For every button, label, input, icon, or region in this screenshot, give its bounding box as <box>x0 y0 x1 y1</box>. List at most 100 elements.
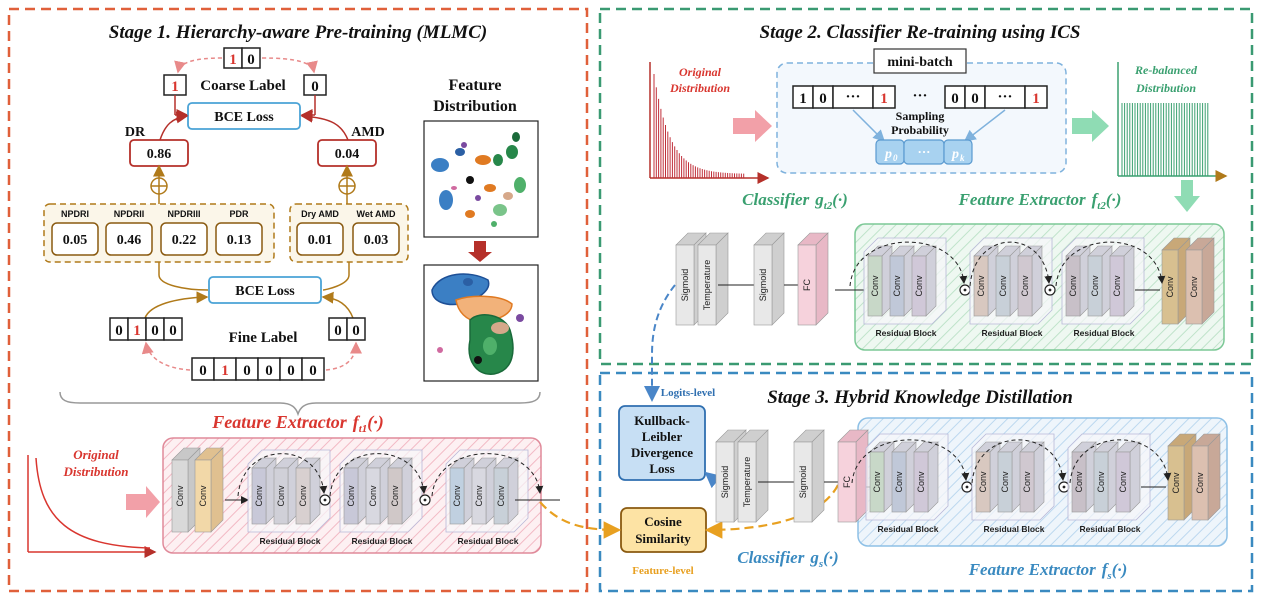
coarse-label-text: Coarse Label <box>200 78 285 94</box>
kl-loss-box <box>618 405 706 481</box>
conv-layer: Conv <box>471 457 497 525</box>
batch-dots: ··· <box>912 88 927 104</box>
feature-scatter-after <box>423 264 539 382</box>
svg-text:Conv: Conv <box>496 485 506 507</box>
stage1-panel <box>7 7 589 593</box>
svg-text:0: 0 <box>334 323 342 339</box>
mini-batch-label-box <box>873 48 967 74</box>
svg-text:Conv: Conv <box>916 471 926 493</box>
svg-text:Probability: Probability <box>891 123 949 137</box>
fc-layer: FC <box>797 232 829 326</box>
sigmoid-layer-2: Sigmoid <box>793 429 825 523</box>
dr-label: DR <box>125 125 146 140</box>
sigmoid-layer-2: Sigmoid <box>753 232 785 326</box>
stage2-in-arrow <box>733 110 772 142</box>
svg-text:Similarity: Similarity <box>635 531 691 546</box>
svg-text:Conv: Conv <box>474 485 484 507</box>
conv-layer: Conv <box>891 441 917 513</box>
feature-distribution-line1: Feature <box>448 77 501 94</box>
conv-layer: Conv <box>1065 245 1091 317</box>
svg-text:0: 0 <box>169 323 177 339</box>
svg-text:Original: Original <box>679 65 722 79</box>
conv-layer: Conv <box>997 441 1023 513</box>
feature-distribution-line2: Distribution <box>433 98 517 115</box>
svg-text:Distribution: Distribution <box>669 81 730 95</box>
svg-text:NPDRIII: NPDRIII <box>167 209 200 219</box>
conv-layer: Conv <box>1019 441 1045 513</box>
svg-text:Conv: Conv <box>892 275 902 297</box>
svg-text:1: 1 <box>1032 91 1040 107</box>
stage2-panel <box>598 7 1254 366</box>
svg-text:Conv: Conv <box>346 485 356 507</box>
conv-layer: Conv <box>251 457 277 525</box>
residual-block-label: Residual Block <box>982 328 1043 338</box>
residual-block-label: Residual Block <box>876 328 937 338</box>
svg-text:Re-balanced: Re-balanced <box>1134 63 1198 77</box>
svg-text:Wet AMD: Wet AMD <box>357 209 396 219</box>
residual-block-label: Residual Block <box>458 536 519 546</box>
conv-layer: Conv <box>1017 245 1043 317</box>
svg-text:Conv: Conv <box>914 275 924 297</box>
feature-connector-s1 <box>539 501 622 539</box>
svg-text:k: k <box>960 153 965 163</box>
stem-conv-2: Conv <box>194 447 224 533</box>
coarse-split-arrow-left <box>174 57 223 74</box>
svg-text:NPDRI: NPDRI <box>61 209 89 219</box>
svg-text:0: 0 <box>115 323 123 339</box>
svg-text:BCE Loss: BCE Loss <box>214 110 274 125</box>
temperature-layer: Temperature <box>737 429 769 523</box>
svg-text:Conv: Conv <box>1096 471 1106 493</box>
fine-right-bits: 0 0 <box>328 317 366 341</box>
svg-text:FC: FC <box>842 476 852 488</box>
feature-level-label: Feature-level <box>632 565 694 577</box>
svg-text:Conv: Conv <box>872 471 882 493</box>
svg-text:0: 0 <box>819 91 827 107</box>
svg-text:Temperature: Temperature <box>742 457 752 508</box>
amd-label: AMD <box>351 125 384 140</box>
svg-text:Conv: Conv <box>870 275 880 297</box>
feature-extractor-brace <box>59 391 541 417</box>
svg-text:Sigmoid: Sigmoid <box>680 269 690 302</box>
residual-block-label: Residual Block <box>352 536 413 546</box>
svg-text:Sigmoid: Sigmoid <box>758 269 768 302</box>
conv-layer: Conv <box>365 457 391 525</box>
svg-text:0: 0 <box>971 91 979 107</box>
batch-left-bits: 1 0 ··· 1 <box>792 85 896 109</box>
svg-text:Conv: Conv <box>198 485 208 507</box>
svg-text:1: 1 <box>221 363 229 379</box>
svg-text:0: 0 <box>199 363 207 379</box>
svg-text:Conv: Conv <box>452 485 462 507</box>
svg-text:Conv: Conv <box>1112 275 1122 297</box>
logits-level-label: Logits-level <box>661 387 715 399</box>
svg-text:0: 0 <box>151 323 159 339</box>
svg-text:Conv: Conv <box>175 485 185 507</box>
svg-text:Distribution: Distribution <box>62 464 128 479</box>
svg-text:Kullback-: Kullback- <box>634 413 690 428</box>
svg-text:Original: Original <box>73 447 119 462</box>
sum-op-amd <box>338 164 356 204</box>
svg-text:0: 0 <box>893 153 898 163</box>
svg-text:Leibler: Leibler <box>642 429 683 444</box>
svg-text:···: ··· <box>997 89 1012 105</box>
conv-layer: Conv <box>889 245 915 317</box>
svg-text:0.01: 0.01 <box>308 233 333 248</box>
svg-text:Conv: Conv <box>894 471 904 493</box>
svg-text:0.22: 0.22 <box>172 233 197 248</box>
stage1-original-distribution: Original Distribution <box>27 447 157 558</box>
svg-text:Conv: Conv <box>1020 275 1030 297</box>
svg-text:Conv: Conv <box>1000 471 1010 493</box>
svg-text:1: 1 <box>880 91 888 107</box>
svg-text:0: 0 <box>243 363 251 379</box>
svg-text:0: 0 <box>265 363 273 379</box>
svg-text:Conv: Conv <box>1165 276 1175 298</box>
